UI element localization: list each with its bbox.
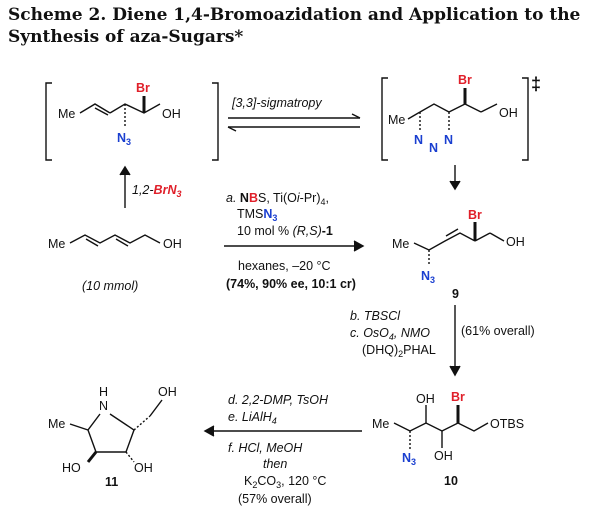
yield-bc: (61% overall) bbox=[461, 324, 535, 338]
c10-me-label: Me bbox=[372, 417, 389, 431]
c9-oh-label: OH bbox=[506, 235, 525, 249]
compound-11: N H Me OH HO OH 11 bbox=[48, 385, 177, 489]
me-label: Me bbox=[58, 107, 75, 121]
diene-me-label: Me bbox=[48, 237, 65, 251]
reaction-bc: b. TBSCl c. OsO4, NMO (DHQ)2PHAL (61% ov… bbox=[350, 305, 535, 377]
cond-c: c. OsO4, NMO bbox=[350, 326, 430, 342]
c10-br-label: Br bbox=[451, 390, 465, 404]
cond-a-line5: (74%, 90% ee, 10:1 cr) bbox=[226, 277, 356, 291]
starting-diene: Me OH (10 mmol) bbox=[48, 234, 182, 293]
c11-ho: HO bbox=[62, 461, 81, 475]
c9-br-label: Br bbox=[468, 208, 482, 222]
compound-10: Me OH OH Br OTBS N3 10 bbox=[372, 390, 524, 488]
cond-a-line2: TMSN3 bbox=[237, 207, 277, 223]
start-amount: (10 mmol) bbox=[82, 279, 138, 293]
scheme-title: Scheme 2. Diene 1,4-Bromoazidation and A… bbox=[8, 4, 593, 48]
cond-a-line1: a. NBS, Ti(Oi-Pr)4, bbox=[226, 191, 329, 207]
cond-f: f. HCl, MeOH bbox=[228, 441, 303, 455]
cond-b: b. TBSCl bbox=[350, 309, 401, 323]
intermediate-allyl-azide: Me OH Br N3 bbox=[45, 81, 219, 161]
dagger-symbol: ‡ bbox=[531, 74, 541, 94]
compound-10-label: 10 bbox=[444, 474, 458, 488]
compound-11-label: 11 bbox=[105, 475, 118, 489]
ts-n1: N bbox=[414, 133, 423, 147]
ts-n3: N bbox=[444, 133, 453, 147]
cond-dhq: (DHQ)2PHAL bbox=[362, 343, 436, 359]
reaction-a: a. NBS, Ti(Oi-Pr)4, TMSN3 10 mol % (R,S)… bbox=[224, 191, 365, 291]
cond-k2co3: K2CO3, 120 °C bbox=[244, 474, 326, 490]
reaction-def: d. 2,2-DMP, TsOH e. LiAlH4 f. HCl, MeOH … bbox=[203, 393, 362, 506]
c11-h: H bbox=[99, 385, 108, 399]
scheme-title-line2: Synthesis of aza-Sugars* bbox=[8, 27, 244, 47]
ts-me-label: Me bbox=[388, 113, 405, 127]
c10-otbs: OTBS bbox=[490, 417, 524, 431]
cond-d: d. 2,2-DMP, TsOH bbox=[228, 393, 329, 407]
cond-e: e. LiAlH4 bbox=[228, 410, 277, 426]
transition-state: ‡ Me N N N Br OH bbox=[381, 73, 541, 161]
c10-azide: N3 bbox=[402, 451, 416, 467]
c9-azide: N3 bbox=[421, 269, 435, 285]
c11-oh2: OH bbox=[134, 461, 153, 475]
scheme-title-line1: Scheme 2. Diene 1,4-Bromoazidation and A… bbox=[8, 5, 581, 25]
ts-br-label: Br bbox=[458, 73, 472, 87]
ts-n2: N bbox=[429, 141, 438, 155]
compound-9-label: 9 bbox=[452, 287, 459, 301]
c9-me-label: Me bbox=[392, 237, 409, 251]
compound-9: Me Br OH N3 9 bbox=[392, 208, 525, 301]
oh-label: OH bbox=[162, 107, 181, 121]
c10-oh1: OH bbox=[416, 392, 435, 406]
cond-a-line3: 10 mol % (R,S)-1 bbox=[237, 224, 333, 238]
bromo-azide-label: 1,2-BrN3 bbox=[132, 183, 181, 199]
sigmatropy-arrow: [3,3]-sigmatropy bbox=[227, 96, 361, 132]
c11-n: N bbox=[99, 399, 108, 413]
yield-def: (57% overall) bbox=[238, 492, 312, 506]
cond-a-line4: hexanes, –20 °C bbox=[238, 259, 331, 273]
c11-me-label: Me bbox=[48, 417, 65, 431]
azide-label: N3 bbox=[117, 131, 131, 147]
sigmatropy-label: [3,3]-sigmatropy bbox=[231, 96, 322, 110]
br-label: Br bbox=[136, 81, 150, 95]
diene-oh-label: OH bbox=[163, 237, 182, 251]
cond-then: then bbox=[263, 457, 287, 471]
c11-oh1: OH bbox=[158, 385, 177, 399]
ts-oh-label: OH bbox=[499, 106, 518, 120]
bromo-azide-arrow: 1,2-BrN3 bbox=[119, 165, 181, 208]
c10-oh2: OH bbox=[434, 449, 453, 463]
